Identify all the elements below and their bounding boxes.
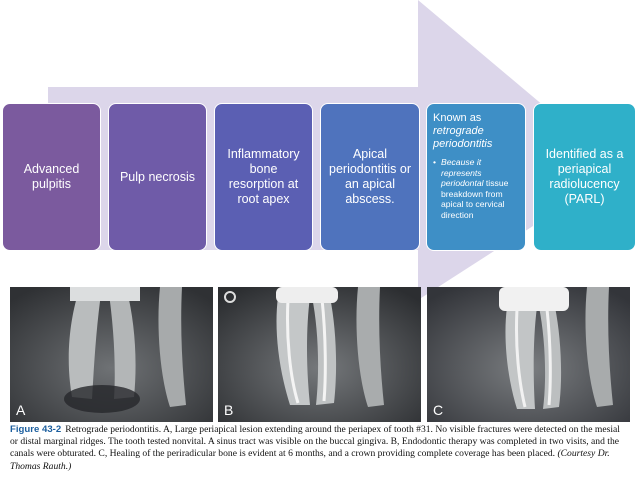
step-advanced-pulpitis: Advanced pulpitis xyxy=(2,103,101,251)
radiograph-a: A xyxy=(10,287,213,422)
panel-label-a: A xyxy=(16,402,26,418)
step-pulp-necrosis: Pulp necrosis xyxy=(108,103,207,251)
radiograph-a-image xyxy=(10,287,213,422)
bullet-icon: • xyxy=(433,157,437,167)
step-parl: Identified as a periapical radiolucency … xyxy=(533,103,636,251)
step-label: Inflammatory bone resorption at root ape… xyxy=(227,147,300,206)
step-label: Pulp necrosis xyxy=(119,169,196,184)
bullet-text: Because it represents periodontal tissue… xyxy=(441,157,519,220)
step-label: Identified as a periapical radiolucency … xyxy=(545,147,624,206)
step-bone-resorption: Inflammatory bone resorption at root ape… xyxy=(214,103,313,251)
step-label: Apical periodontitis or an apical absces… xyxy=(329,147,411,206)
panel-label-c: C xyxy=(433,402,444,418)
radiograph-c: C xyxy=(427,287,630,422)
bullet-text-italic: Because it represents periodontal xyxy=(441,157,484,188)
bullet-text-normal: tissue breakdown from apical to cervical… xyxy=(441,178,509,220)
step-bullet: • Because it represents periodontal tiss… xyxy=(433,157,519,220)
caption-credit: (Courtesy Dr. Thomas Rauth.) xyxy=(10,448,610,472)
figure-number: Figure 43-2 xyxy=(10,424,62,435)
radiograph-b-image xyxy=(218,287,421,422)
radiograph-c-image xyxy=(427,287,630,422)
step-retrograde-periodontitis: Known as retrograde periodontitis • Beca… xyxy=(426,103,526,251)
step-label: Advanced pulpitis xyxy=(23,162,80,191)
step-apical-periodontitis: Apical periodontitis or an apical absces… xyxy=(320,103,420,251)
step-label: Known as xyxy=(433,112,482,124)
process-flow: Advanced pulpitis Pulp necrosis Inflamma… xyxy=(0,103,638,253)
panel-label-b: B xyxy=(224,402,234,418)
step-sublabel: retrograde periodontitis xyxy=(433,125,493,150)
caption-text: Retrograde periodontitis. A, Large peria… xyxy=(10,424,620,460)
radiograph-b: B xyxy=(218,287,421,422)
